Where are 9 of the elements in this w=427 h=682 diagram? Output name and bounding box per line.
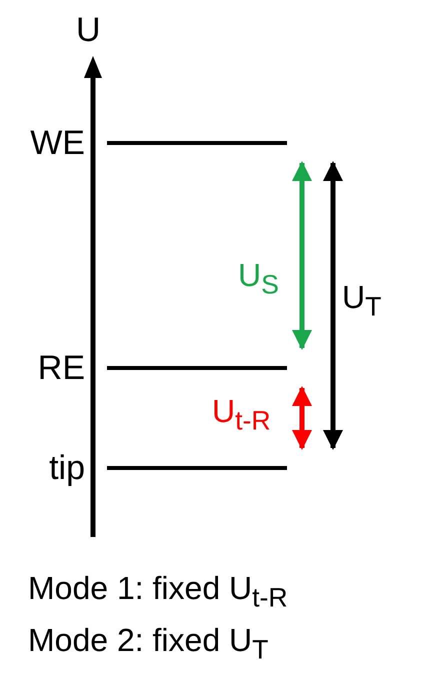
note-text: Mode 1: fixed U$_{t-R}$ — [28, 569, 288, 614]
double-arrow — [292, 386, 312, 450]
double-arrow — [323, 161, 343, 450]
level-label: RE — [38, 348, 85, 388]
level-label: WE — [30, 123, 85, 163]
axis-label: U — [76, 10, 101, 50]
level-label: tip — [49, 448, 85, 488]
double-arrow — [292, 161, 312, 350]
note-text: Mode 2: fixed U$_{T}$ — [28, 621, 268, 666]
